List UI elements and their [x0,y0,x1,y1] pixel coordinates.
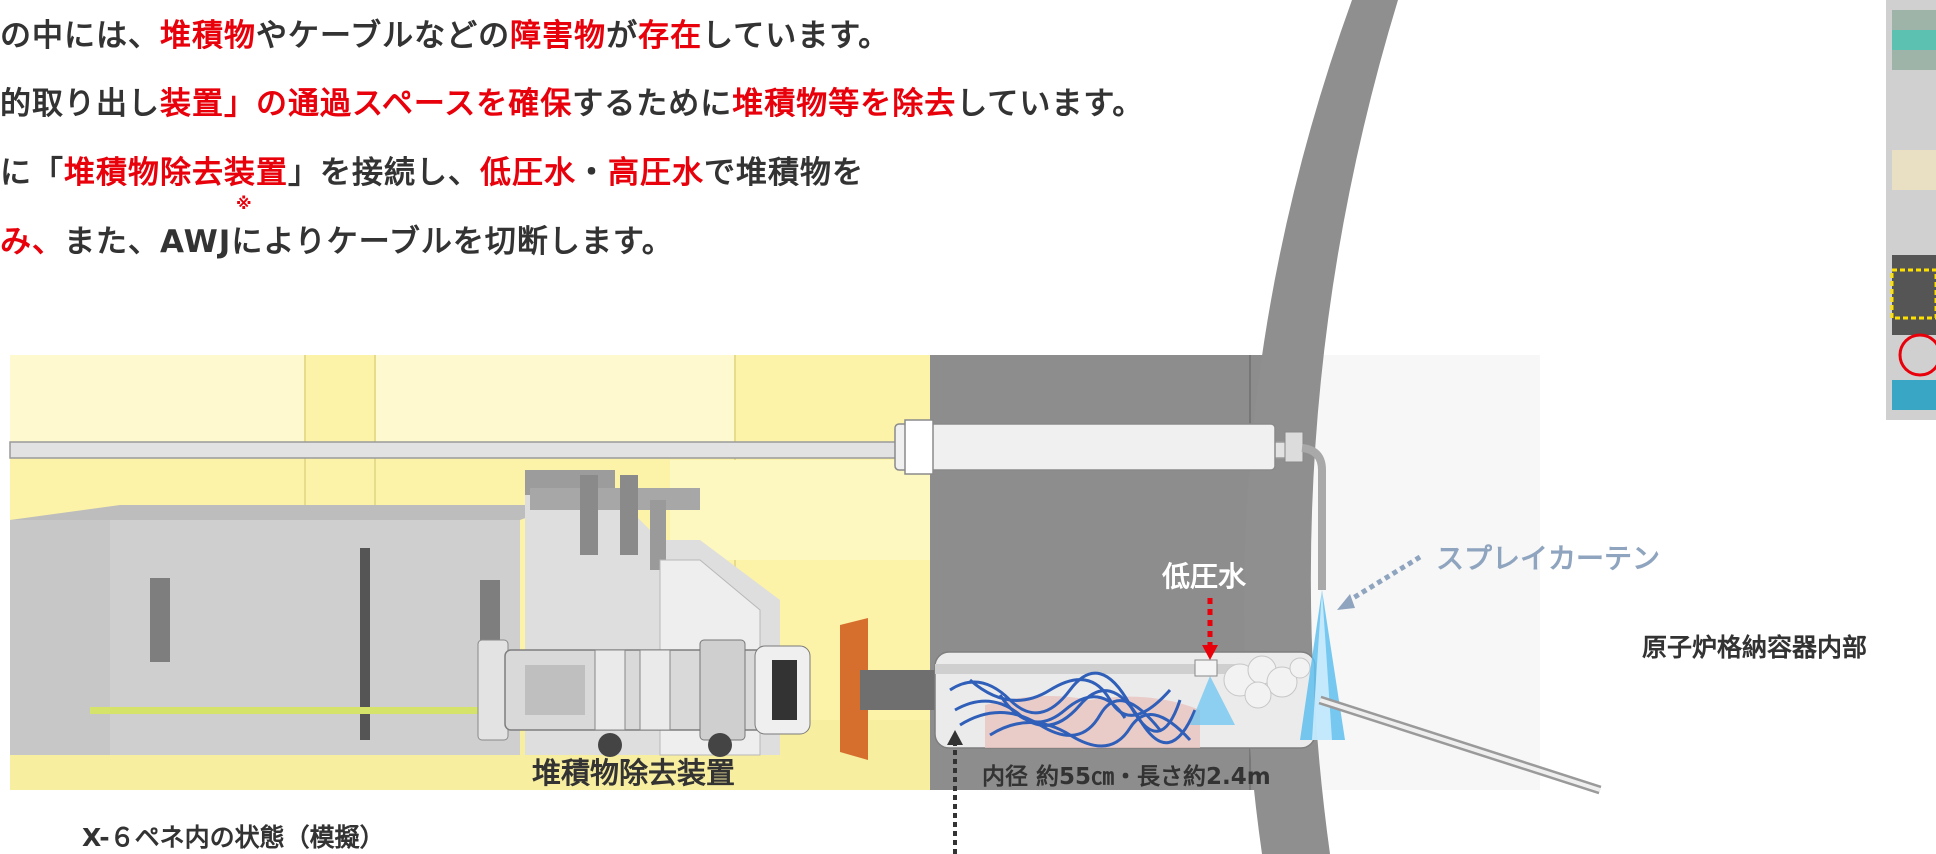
enclosure-box [10,520,110,755]
body-text: で堆積物を [704,155,864,191]
body-text: によりケーブルを切断します。 [231,224,674,260]
dust-cloud [1223,655,1311,709]
dimension-label: 内径 約55㎝・長さ約2.4m [982,764,1271,790]
highlight-text: 堆積物 [160,18,256,54]
wall-panel [670,460,930,560]
highlight-text: 障害物 [510,18,607,54]
intro-line-3: に「堆積物除去装置」を接続し、低圧水・高圧水で堆積物を [0,147,864,192]
enclosure-box [110,520,520,755]
wall-panel [10,355,305,455]
body-text: するために [572,86,733,122]
low-pressure-water-label: 低圧水 [1162,560,1247,593]
body-text: しています。 [702,18,891,54]
pcv-curved-wall [1244,0,1398,854]
intro-line-2: 的取り出し装置」の通過スペースを確保するために堆積物等を除去しています。 [0,78,1144,123]
highlight-text: 堆積物等を除去 [732,86,957,122]
diagram-caption: X-６ペネ内の状態（模擬） [82,823,385,852]
footnote-mark: ※ [236,194,252,213]
intro-line-4: み、また、AWJによりケーブルを切断します。 [0,216,674,261]
device-label: 堆積物除去装置 [532,756,736,790]
highlight-text: 低圧水 [480,155,576,191]
body-text: が [606,18,639,54]
highlight-text: 存在 [638,18,703,54]
cables [949,671,1197,748]
low-pressure-spray [1190,676,1235,725]
upper-guide-pipe [894,423,1276,471]
highlight-text: 装置」の通過スペースを確保 [160,86,573,122]
body-text: ・ [576,155,608,191]
body-text: 」を接続し、 [288,155,480,191]
intro-line-1: の中には、堆積物やケーブルなどの障害物が存在しています。 [0,10,890,55]
body-text: の中には、 [0,18,160,54]
spray-curtain-arrow [1343,554,1422,606]
body-text: やケーブルなどの [256,18,511,54]
highlight-text: 高圧水 [608,155,704,191]
body-text: に「 [0,155,64,191]
wall-panel [375,355,735,455]
body-text: また、AWJ [64,224,232,260]
highlight-text: 堆積物除去装置 [64,155,288,191]
body-text: しています。 [956,86,1145,122]
spray-hose [1301,444,1326,590]
highlight-text: み、 [0,224,64,260]
spray-curtain-label: スプレイカーテン [1436,542,1661,575]
body-text: 的取り出し [0,86,160,122]
seal-flange [840,618,868,760]
pcv-interior-label: 原子炉格納容器内部 [1642,633,1868,662]
rail-guide [90,707,490,714]
